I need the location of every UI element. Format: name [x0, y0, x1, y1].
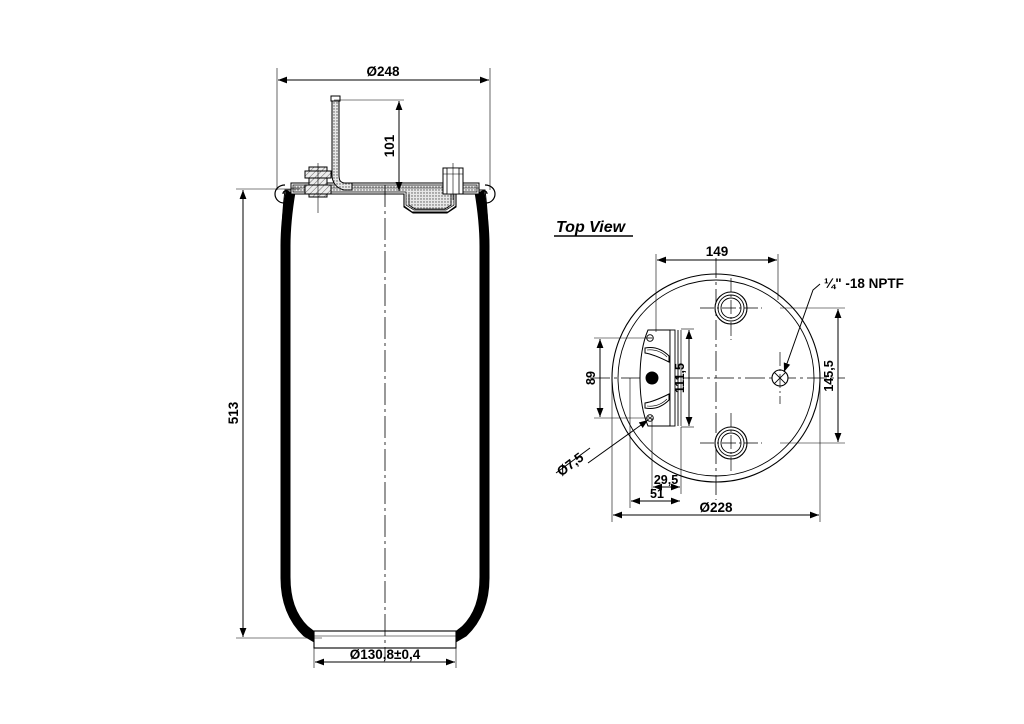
dimension-value-145-5: 145,5: [822, 360, 836, 391]
dimension-bracket-height: 89: [584, 337, 652, 419]
dimension-value-101: 101: [382, 134, 397, 157]
top-view: Top View: [554, 219, 904, 522]
dimension-value-228: Ø228: [699, 500, 733, 515]
dimension-value-111-5: 111,5: [673, 363, 687, 393]
callout-value-nptf: ¼" -18 NPTF: [824, 276, 904, 291]
top-plate-assembly: [290, 182, 480, 214]
air-port-hole: [771, 352, 789, 404]
callout-air-port-thread: ¼" -18 NPTF: [783, 276, 904, 373]
dimension-stud-spacing-horizontal: 149: [655, 244, 779, 332]
dimension-bracket-offset-inner: 29,5: [651, 418, 682, 494]
dimension-bracket-offset-outer: 51: [629, 378, 680, 508]
mounting-stud-right: [442, 163, 464, 200]
stud-hole-upper: [700, 278, 762, 340]
air-port-tube: [330, 95, 353, 191]
stud-hole-lower: [700, 413, 762, 473]
front-view: Ø248 101 513 Ø130,8±0,4: [226, 64, 496, 668]
dimension-value-149: 149: [706, 244, 729, 259]
dimension-stud-spacing-vertical: 111,5: [673, 328, 694, 428]
dimension-overall-height: 513: [226, 188, 322, 639]
dimension-port-offset-vertical: 145,5: [780, 307, 845, 444]
dimension-value-513: 513: [226, 401, 241, 424]
dimension-outer-diameter-top: Ø248: [276, 64, 491, 190]
top-view-title: Top View: [556, 219, 627, 236]
mounting-stud-left: [304, 163, 332, 213]
dimension-port-tube-height: 101: [334, 99, 404, 191]
dimension-plate-diameter: Ø228: [611, 378, 821, 522]
dimension-value-248: Ø248: [366, 64, 400, 79]
dimension-value-130-8: Ø130,8±0,4: [350, 647, 421, 662]
dimension-value-51: 51: [650, 487, 664, 501]
dimension-bottom-diameter: Ø130,8±0,4: [313, 631, 457, 668]
dimension-value-89: 89: [584, 371, 598, 385]
dimension-value-29-5: 29,5: [654, 473, 678, 487]
